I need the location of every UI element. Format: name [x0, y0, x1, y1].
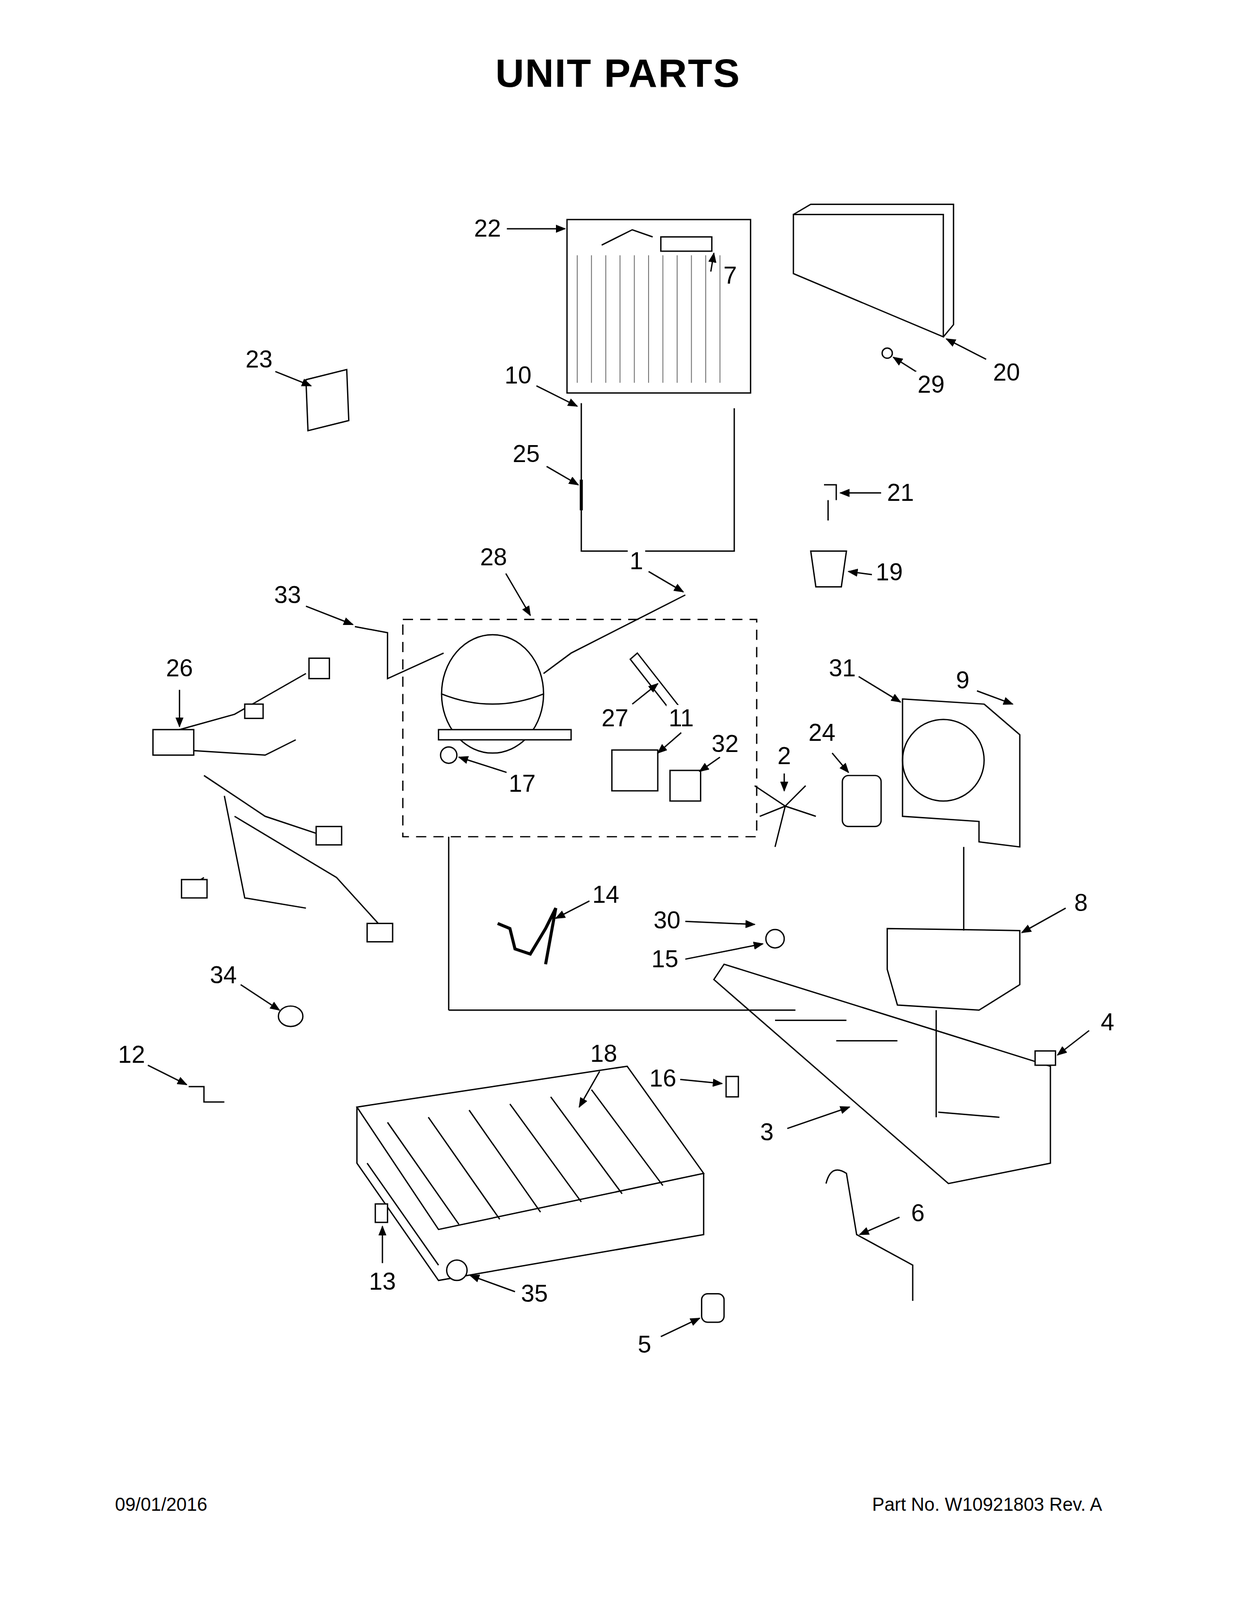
- callout-number: 2: [775, 742, 793, 769]
- callout-number: 13: [366, 1267, 398, 1295]
- callout-number: 26: [163, 654, 195, 682]
- callout-number: 34: [207, 961, 239, 988]
- callout-number: 16: [647, 1064, 679, 1092]
- callout-number: 20: [991, 359, 1023, 386]
- callout-number: 12: [116, 1041, 148, 1068]
- callout-number: 8: [1072, 889, 1090, 916]
- callout-number: 17: [506, 770, 538, 797]
- callout-number: 33: [272, 581, 304, 608]
- callout-number: 28: [478, 543, 510, 571]
- callout-number: 23: [243, 346, 275, 373]
- callout-number: 18: [588, 1040, 620, 1067]
- callout-number: 14: [590, 881, 622, 908]
- callout-number: 4: [1098, 1008, 1117, 1035]
- callout-number: 19: [873, 558, 905, 586]
- callout-number: 10: [502, 362, 534, 389]
- callout-number: 1: [627, 547, 646, 574]
- footer-text: 09/01/2016: [112, 1493, 209, 1515]
- callout-number: 7: [721, 262, 740, 289]
- callout-number: 24: [806, 719, 838, 746]
- callout-number: 3: [758, 1118, 776, 1145]
- callout-number: 9: [953, 666, 972, 694]
- callout-number: 35: [519, 1280, 551, 1307]
- callout-number: 25: [510, 440, 542, 467]
- callout-number: 6: [909, 1199, 927, 1226]
- callout-number: 31: [826, 654, 858, 682]
- callout-number: 30: [651, 906, 683, 934]
- callout-number: 29: [915, 371, 947, 398]
- callout-number: 27: [599, 704, 631, 731]
- callout-number: 5: [635, 1331, 654, 1358]
- callout-number: 15: [649, 945, 681, 972]
- page-title: UNIT PARTS: [493, 52, 743, 95]
- callout-number: 22: [472, 215, 504, 242]
- callout-number: 32: [709, 730, 741, 757]
- footer-text: Part No. W10921803 Rev. A: [870, 1493, 1105, 1515]
- callout-number: 21: [885, 479, 917, 506]
- callout-number: 11: [666, 704, 696, 731]
